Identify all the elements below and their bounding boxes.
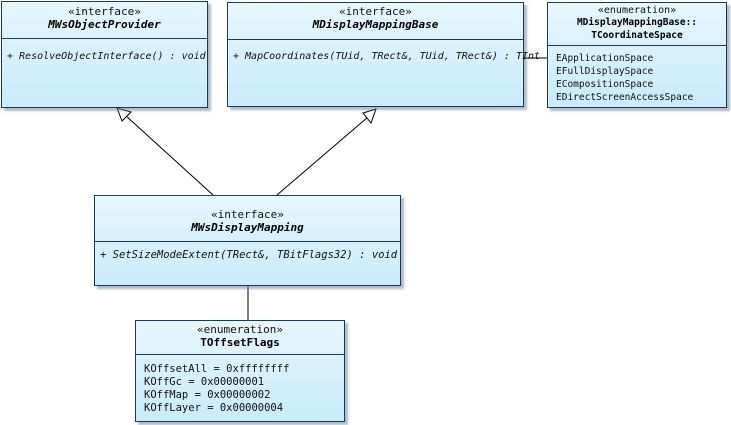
offset-flags-name: TOffsetFlags (200, 336, 280, 349)
ws-object-provider-name: MWsObjectProvider (48, 18, 161, 31)
ws-object-provider-header: «interface» MWsObjectProvider (2, 2, 207, 39)
ws-display-mapping-box[interactable]: «interface» MWsDisplayMapping + SetSizeM… (94, 195, 401, 286)
coordinate-space-header: «enumeration» MDisplayMappingBase:: TCoo… (548, 3, 726, 46)
offset-flags-literals: KOffsetAll = 0xffffffff KOffGc = 0x00000… (136, 355, 344, 415)
coordinate-space-literal: EDirectScreenAccessSpace (556, 92, 694, 103)
coordinate-space-literal: ECompositionSpace (556, 79, 654, 90)
display-mapping-base-operation: + MapCoordinates(TUid, TRect&, TUid, TRe… (233, 51, 541, 62)
display-mapping-base-box[interactable]: «interface» MDisplayMappingBase + MapCoo… (227, 2, 541, 107)
generalization-arrowhead-object-provider (116, 107, 132, 122)
offset-flags-literal: KOffLayer = 0x00000004 (144, 402, 284, 414)
coordinate-space-name-line1: MDisplayMappingBase:: (576, 17, 698, 28)
coordinate-space-literal: EApplicationSpace (556, 53, 654, 64)
offset-flags-literal: KOffsetAll = 0xffffffff (144, 363, 290, 375)
ws-object-provider-box[interactable]: «interface» MWsObjectProvider + ResolveO… (1, 1, 208, 108)
ws-display-mapping-stereotype: «interface» (211, 208, 284, 221)
ws-object-provider-stereotype: «interface» (68, 5, 141, 18)
offset-flags-literal: KOffGc = 0x00000001 (144, 376, 265, 388)
display-mapping-base-header: «interface» MDisplayMappingBase (228, 3, 523, 40)
coordinate-space-literals: EApplicationSpace EFullDisplaySpace ECom… (548, 46, 726, 104)
generalization-line-display-mapping-base (276, 116, 369, 196)
coordinate-space-stereotype: «enumeration» (597, 5, 677, 16)
coordinate-space-name-line2: TCoordinateSpace (591, 30, 683, 41)
offset-flags-header: «enumeration» TOffsetFlags (136, 321, 344, 355)
ws-display-mapping-name: MWsDisplayMapping (191, 221, 304, 234)
display-mapping-base-stereotype: «interface» (339, 5, 412, 18)
generalization-arrowhead-display-mapping-base (362, 108, 377, 125)
offset-flags-literal: KOffMap = 0x00000002 (144, 389, 271, 401)
coordinate-space-literal: EFullDisplaySpace (556, 66, 654, 77)
ws-display-mapping-header: «interface» MWsDisplayMapping (95, 196, 400, 242)
offset-flags-stereotype: «enumeration» (196, 323, 284, 336)
coordinate-space-box[interactable]: «enumeration» MDisplayMappingBase:: TCoo… (547, 2, 727, 108)
offset-flags-box[interactable]: «enumeration» TOffsetFlags KOffsetAll = … (135, 320, 345, 422)
display-mapping-base-name: MDisplayMappingBase (312, 18, 439, 31)
ws-display-mapping-operation: + SetSizeModeExtent(TRect&, TBitFlags32)… (100, 249, 398, 261)
generalization-line-object-provider (124, 114, 214, 196)
ws-object-provider-operation: + ResolveObjectInterface() : void (7, 51, 206, 62)
